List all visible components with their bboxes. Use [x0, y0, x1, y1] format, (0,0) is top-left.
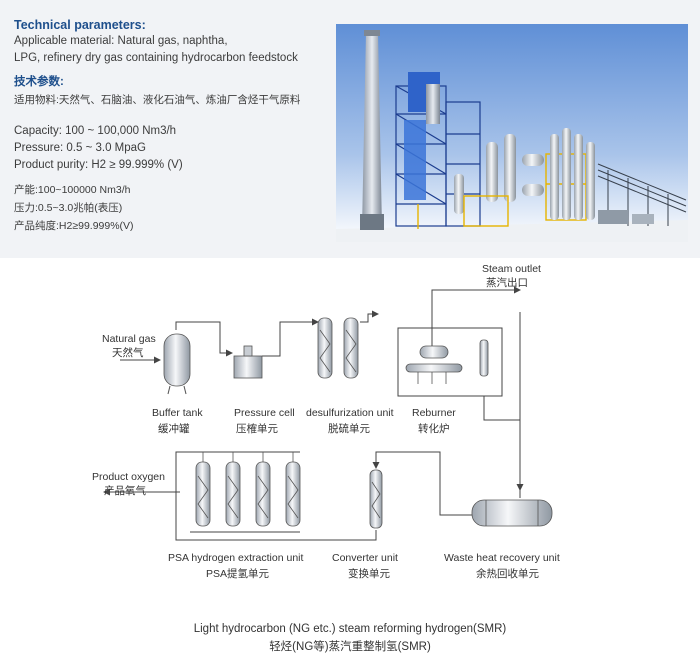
- label-natural-gas-cn: 天然气: [112, 346, 144, 359]
- label-buffer-tank-en: Buffer tank: [152, 407, 203, 419]
- label-reburner-cn: 转化炉: [418, 422, 450, 435]
- spec-pressure-cn: 压力:0.5~3.0兆帕(表压): [14, 202, 123, 214]
- label-desulfurization-en: desulfurization unit: [306, 407, 394, 419]
- label-pressure-cell-cn: 压榷单元: [236, 422, 278, 435]
- label-natural-gas-en: Natural gas: [102, 333, 156, 345]
- pressure-cell: [233, 345, 263, 379]
- label-steam-outlet-en: Steam outlet: [482, 263, 541, 275]
- process-vessels: [454, 134, 544, 214]
- label-waste-heat-cn: 余热回收单元: [476, 567, 539, 580]
- spec-material-cn: 适用物料:天然气、石脑油、液化石油气、炼油厂含烃干气原料: [14, 94, 301, 106]
- label-reburner-en: Reburner: [412, 407, 456, 419]
- hydrogen-plant-illustration: [336, 24, 688, 242]
- label-buffer-tank-cn: 缓冲罐: [158, 422, 190, 435]
- pipe-rack: [597, 163, 687, 226]
- spec-capacity-cn: 产能:100~100000 Nm3/h: [14, 184, 131, 196]
- label-pressure-cell-en: Pressure cell: [234, 407, 295, 419]
- converter-column: [369, 469, 383, 529]
- smr-process-flow-diagram: Natural gas 天然气 Buffer tank 缓冲罐 Pressure…: [92, 263, 560, 653]
- label-psa-en: PSA hydrogen extraction unit: [168, 552, 304, 564]
- label-converter-en: Converter unit: [332, 552, 398, 564]
- label-steam-outlet-cn: 蒸汽出口: [486, 276, 528, 289]
- label-psa-cn: PSA提氢单元: [206, 567, 270, 580]
- spec-pressure-en: Pressure: 0.5 ~ 3.0 MpaG: [14, 142, 146, 154]
- label-waste-heat-en: Waste heat recovery unit: [444, 552, 560, 564]
- psa-columns: [550, 128, 595, 220]
- label-converter-cn: 变换单元: [348, 567, 390, 580]
- spec-purity-cn: 产品纯度:H2≥99.999%(V): [14, 220, 134, 232]
- process-pipes: [103, 286, 524, 541]
- desulfurization-columns: [317, 317, 359, 379]
- label-desulfurization-cn: 脱硫单元: [328, 422, 370, 435]
- caption-en: Light hydrocarbon (NG etc.) steam reform…: [194, 623, 507, 635]
- psa-columns-diagram: [195, 452, 301, 527]
- spec-heading-cn: 技术参数:: [14, 76, 64, 88]
- buffer-tank: [163, 333, 191, 395]
- caption-cn: 轻烃(NG等)蒸汽重整制氢(SMR): [269, 639, 431, 653]
- waste-heat-exchanger: [471, 499, 553, 527]
- reburner-internals: [405, 339, 489, 384]
- label-product-oxygen-en: Product oxygen: [92, 471, 165, 483]
- label-product-oxygen-cn: 产品氧气: [104, 484, 146, 497]
- spec-material-en-1: Applicable material: Natural gas, naphth…: [14, 35, 228, 47]
- spec-heading-en: Technical parameters:: [14, 18, 146, 32]
- spec-purity-en: Product purity: H2 ≥ 99.999% (V): [14, 159, 183, 171]
- spec-capacity-en: Capacity: 100 ~ 100,000 Nm3/h: [14, 125, 177, 137]
- chimney-stack: [360, 30, 384, 230]
- spec-material-en-2: LPG, refinery dry gas containing hydroca…: [14, 52, 298, 64]
